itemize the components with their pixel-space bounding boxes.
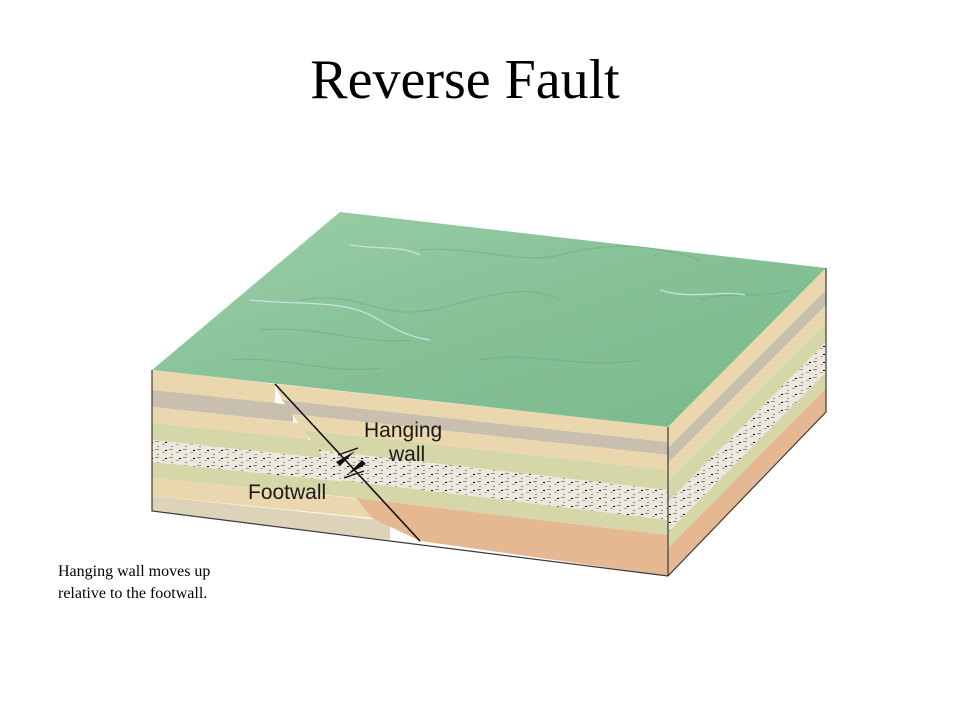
displacement-arrows-icon — [336, 447, 366, 479]
side-face-layers — [668, 268, 826, 576]
footwall-label: Footwall — [248, 481, 326, 504]
front-face-layers — [152, 370, 668, 576]
land-surface — [152, 212, 826, 427]
caption-line2: relative to the footwall. — [58, 585, 208, 602]
hanging-wall-label-line2: wall — [388, 443, 425, 466]
terrain-texture — [229, 245, 791, 371]
caption-line1: Hanging wall moves up — [58, 563, 211, 580]
hanging-wall-label-line1: Hanging — [364, 419, 442, 442]
fault-line — [274, 383, 421, 542]
caption: Hanging wall moves up relative to the fo… — [58, 561, 318, 605]
page-title: Reverse Fault — [310, 49, 620, 111]
river-lines — [249, 244, 746, 341]
